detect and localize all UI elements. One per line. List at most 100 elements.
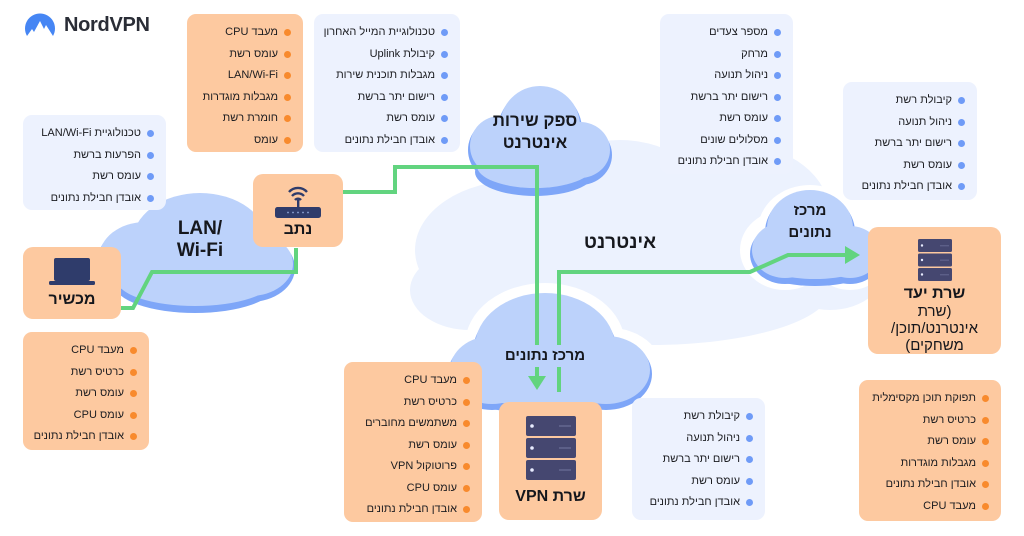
lan-label-line1: LAN/ [177, 218, 223, 239]
datacenter-right-label: מרכז נתונים [775, 200, 845, 244]
factor-item: אובדן חבילת נתונים [356, 499, 470, 521]
isp-label-line1: ספק שירות [492, 111, 578, 130]
factor-item: מרחק [672, 44, 781, 66]
bullet-dot-icon [441, 29, 448, 37]
factor-item: LAN/Wi-Fi [199, 65, 291, 87]
bullet-dot-icon [284, 50, 291, 58]
bullet-dot-icon [958, 140, 965, 148]
bullet-dot-icon [774, 29, 781, 37]
bullet-dot-icon [130, 347, 137, 355]
factor-label: כרטיס רשת [922, 413, 976, 426]
factor-item: מעבד CPU [199, 22, 291, 44]
factor-item: מגבלות מוגדרות [871, 453, 989, 475]
bullet-dot-icon [746, 477, 753, 485]
factor-label: עומס רשת [386, 112, 435, 124]
bullet-dot-icon [958, 161, 965, 169]
factor-item: מעבד CPU [356, 370, 470, 392]
server-icon [917, 239, 952, 281]
factor-label: אובדן חבילת נתונים [50, 191, 141, 204]
factor-label: מעבד CPU [923, 499, 976, 512]
factor-item: עומס רשת [35, 166, 154, 188]
factor-label: עומס רשת [719, 112, 768, 124]
bullet-dot-icon [130, 433, 137, 441]
factor-label: עומס CPU [406, 481, 457, 494]
bullet-dot-icon [441, 115, 448, 123]
datacenter-right-line1: מרכז [793, 202, 827, 219]
bullet-dot-icon [958, 97, 965, 105]
target-server-sub2: אינטרנט/תוכן/ [891, 320, 978, 337]
datacenter-bottom-cloud [440, 283, 662, 414]
bullet-dot-icon [441, 50, 448, 58]
device-label: מכשיר [48, 291, 96, 308]
factor-item: מעבד CPU [871, 496, 989, 518]
factor-item: עומס CPU [35, 405, 137, 427]
path-router-to-isp [343, 165, 539, 380]
internet-cloud-label: אינטרנט [583, 232, 657, 253]
factor-item: מעבד CPU [35, 340, 137, 362]
factor-label: מעבד CPU [71, 344, 124, 356]
bullet-dot-icon [463, 506, 470, 514]
factor-label: מסלולים שונים [700, 133, 768, 146]
factor-label: אובדן חבילת נתונים [344, 133, 435, 146]
server-icon [525, 416, 576, 480]
router-icon [275, 186, 321, 218]
bullet-dot-icon [958, 118, 965, 126]
lan-cloud-label: LAN/ Wi-Fi [155, 218, 245, 262]
bullet-dot-icon [284, 136, 291, 144]
factor-item: חומרת רשת [199, 108, 291, 130]
factor-label: מספר צעדים [709, 26, 768, 38]
factor-item: קיבולת רשת [644, 406, 753, 428]
bullet-dot-icon [463, 420, 470, 428]
factor-list: מעבד CPU עומס רשת LAN/Wi-Fi מגבלות מוגדרות ח… [199, 22, 291, 151]
factor-label: קיבולת רשת [895, 94, 952, 106]
factor-item: רישום יתר ברשת [644, 449, 753, 471]
vpn-server-node: שרת VPN [499, 402, 602, 520]
factor-label: מגבלות תוכנית שירות [336, 69, 435, 81]
bullet-dot-icon [463, 484, 470, 492]
bullet-dot-icon [441, 93, 448, 101]
factor-label: משתמשים מחוברים [365, 417, 457, 429]
factor-label: ניהול תנועה [714, 69, 768, 81]
bullet-dot-icon [746, 434, 753, 442]
factor-label: רישום יתר ברשת [662, 453, 740, 465]
factor-item: אובדן חבילת נתונים [871, 474, 989, 496]
factor-label: עומס רשת [229, 47, 278, 60]
factor-item: משתמשים מחוברים [356, 413, 470, 435]
factor-item: אובדן חבילת נתונים [672, 151, 781, 173]
nordvpn-mountain-logo-icon [25, 13, 55, 36]
bullet-dot-icon [147, 173, 154, 181]
factor-label: ניהול תנועה [898, 115, 952, 128]
factor-item: עומס רשת [199, 44, 291, 66]
factor-item: ניהול תנועה [855, 112, 965, 134]
factor-label: מעבד CPU [225, 26, 278, 38]
bullet-dot-icon [774, 50, 781, 58]
factor-label: טכנולוגיית LAN/Wi-Fi [41, 127, 141, 139]
bullet-dot-icon [774, 72, 781, 80]
factor-label: מעבד CPU [404, 374, 457, 386]
factor-item: עומס רשת [35, 383, 137, 405]
factor-label: אובדן חבילת נתונים [885, 478, 976, 490]
bullet-dot-icon [147, 130, 154, 138]
bullet-dot-icon [130, 390, 137, 398]
factor-item: קיבולת רשת [855, 90, 965, 112]
bullet-dot-icon [441, 136, 448, 144]
factor-label: LAN/Wi-Fi [227, 69, 278, 81]
factor-label: עומס רשת [92, 170, 141, 182]
factor-label: ניהול תנועה [686, 431, 740, 444]
factor-label: חומרת רשת [222, 112, 278, 124]
factor-item: עומס רשת [871, 431, 989, 453]
bullet-dot-icon [284, 115, 291, 123]
target-server-node: שרת יעד (שרת אינטרנט/תוכן/ משחקים) [868, 227, 1001, 354]
bullet-dot-icon [746, 499, 753, 507]
bullet-dot-icon [130, 368, 137, 376]
factor-label: אובדן חבילת נתונים [33, 430, 124, 442]
factor-item: מגבלות מוגדרות [199, 87, 291, 109]
